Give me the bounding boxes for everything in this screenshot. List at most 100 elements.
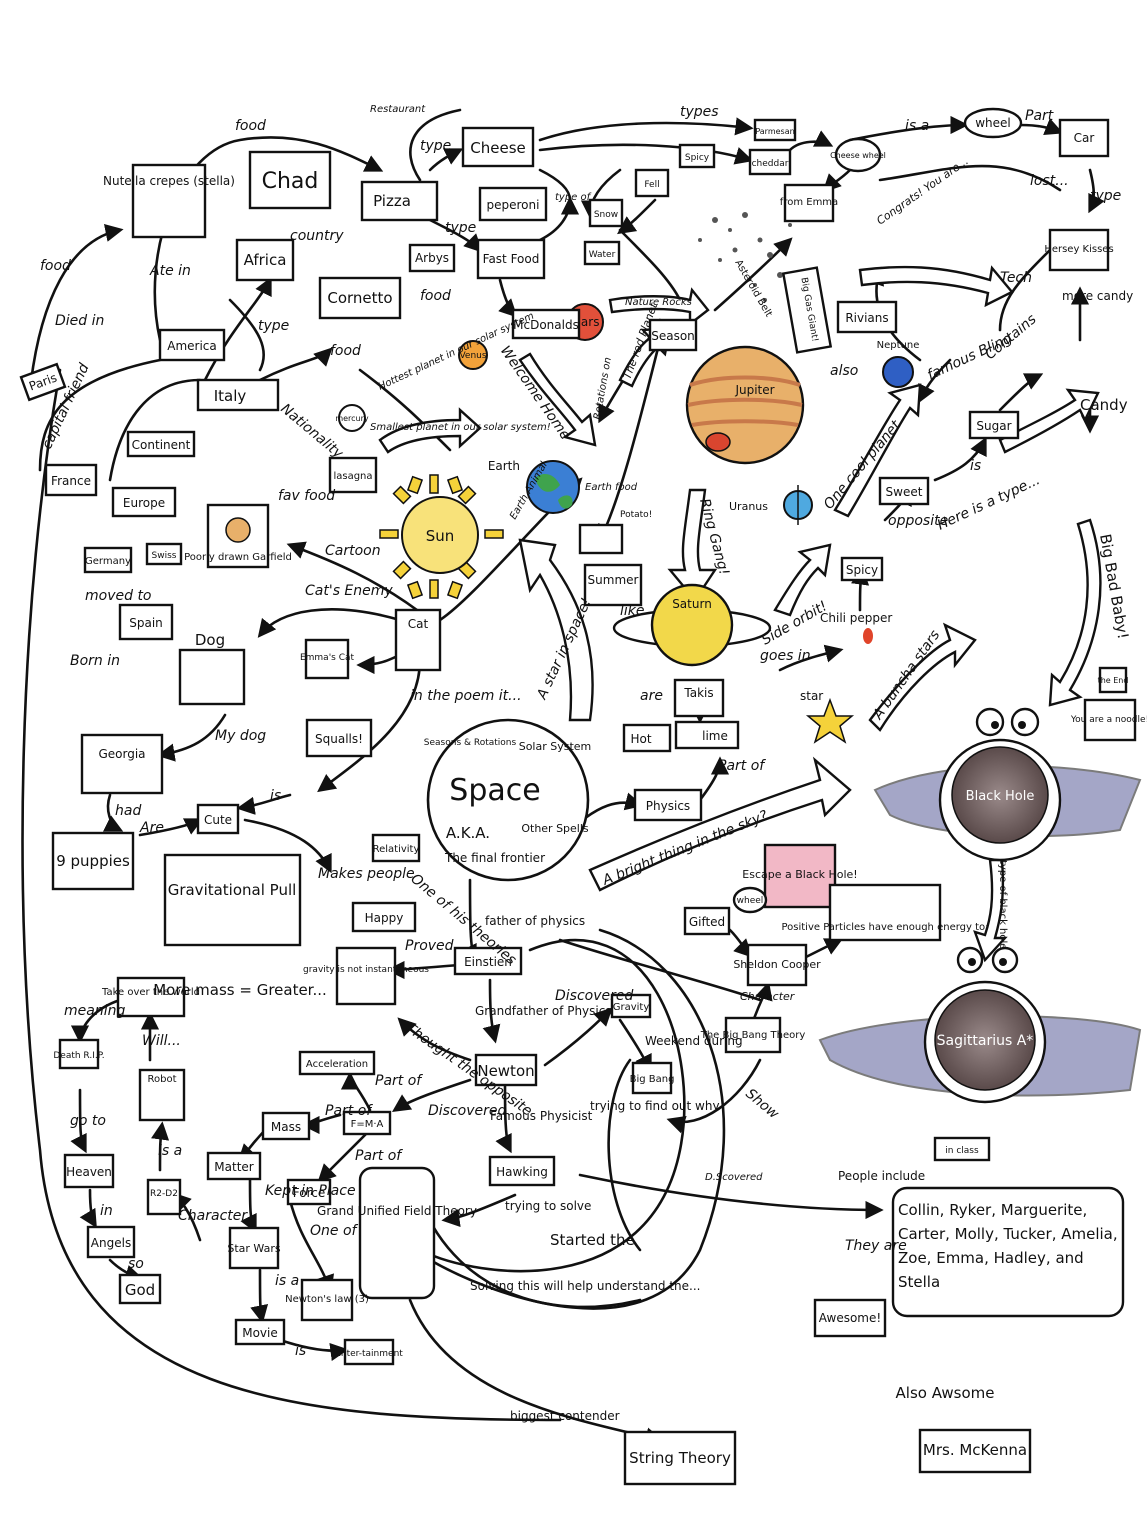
node-spicy: Spicy: [840, 556, 884, 582]
spicy-cheese-text: Spicy: [685, 153, 710, 163]
label-discovered2: Discovered: [428, 1103, 506, 1119]
neptune-node: Neptune: [877, 340, 919, 388]
lasagna-text: lasagna: [333, 471, 372, 482]
node-movie: Movie: [234, 1318, 286, 1346]
node-mass: Mass: [261, 1111, 311, 1141]
node-georgia: Georgia: [80, 733, 164, 795]
node-garfield: Poorly drawn Garfield: [184, 503, 292, 569]
continent-text: Continent: [132, 438, 191, 452]
node-chili: Chili pepper: [820, 611, 892, 644]
venus-label: Venus: [459, 351, 486, 361]
candy-text: Candy: [1080, 396, 1128, 414]
god-text: God: [125, 1281, 155, 1299]
sweet-text: Sweet: [886, 485, 923, 499]
node-fast-food: Fast Food: [476, 238, 546, 280]
season-text: Season: [651, 329, 695, 343]
from-emma-text: from Emma: [780, 197, 838, 208]
trying-solve-text: trying to solve: [505, 1199, 591, 1213]
sugar-text: Sugar: [976, 419, 1011, 433]
node-you-are-noodle: You are a noodle!: [1070, 698, 1147, 742]
mrs-mckenna-text: Mrs. McKenna: [923, 1441, 1027, 1459]
garfield-text: Poorly drawn Garfield: [184, 552, 292, 563]
force-text: Force: [293, 1186, 325, 1200]
label-part-of3: Part of: [355, 1148, 403, 1164]
string-theory-text: String Theory: [629, 1449, 731, 1467]
node-string-theory: String Theory: [623, 1430, 737, 1486]
node-potato: Potato!: [578, 510, 652, 555]
space-node: Space A.K.A. The final frontier Seasons …: [424, 718, 591, 882]
node-sweet: Sweet: [878, 476, 930, 506]
edge-labels: food food Died in Ate in capital friend …: [39, 104, 1121, 1359]
node-more-mass: More mass = Greater...: [153, 981, 327, 999]
cornetto-text: Cornetto: [327, 289, 392, 307]
label-they-are: They are: [845, 1238, 907, 1254]
star-wars-text: Star Wars: [227, 1242, 280, 1255]
space-seasons: Seasons & Rotations: [424, 738, 517, 748]
node-chad: Chad: [248, 150, 332, 210]
label-type: type: [258, 318, 289, 334]
label-are: Are: [139, 820, 164, 836]
chili-text: Chili pepper: [820, 611, 892, 625]
started-the-text: Started the: [550, 1231, 635, 1249]
earth-label: Earth: [488, 459, 520, 473]
label-is-2: is: [295, 1343, 306, 1359]
node-parmesan: Parmesan: [753, 118, 797, 142]
label-fav-food: fav food: [278, 488, 335, 504]
trying-find-text: trying to find out why: [590, 1099, 720, 1113]
venus-node: Venus: [458, 340, 488, 370]
node-cheddar: cheddar: [748, 148, 792, 176]
more-mass-text: More mass = Greater...: [153, 981, 327, 999]
france-text: France: [51, 474, 91, 488]
label-earth-food: Earth food: [585, 482, 638, 493]
node-cheese: Cheese: [461, 126, 535, 168]
positive-particles-text: Positive Particles have enough energy to…: [781, 922, 988, 933]
label-kept-in-place: Kept in Place: [265, 1183, 356, 1199]
mass-text: Mass: [271, 1120, 301, 1134]
emmas-cat-text: Emma's Cat: [300, 653, 355, 663]
fell-text: Fell: [644, 180, 659, 190]
gut-text: Grand Unified Field Theory: [317, 1204, 477, 1218]
black-hole-label: Black Hole: [966, 789, 1035, 804]
label-in-the-poem: in the poem it...: [410, 688, 522, 704]
label-show: Show: [742, 1086, 782, 1123]
node-cheese-wheel: Cheese wheel: [830, 137, 886, 173]
r2d2-text: R2-D2: [150, 1189, 178, 1199]
big-bang-text: Big Bang: [630, 1074, 675, 1085]
uranus-node: Uranus: [729, 485, 813, 525]
label-food3: food: [330, 343, 361, 359]
hot-text: Hot: [630, 732, 651, 746]
famous-physicist-text: Famous Physicist: [490, 1109, 593, 1123]
relativity-text: Relativity: [373, 844, 420, 855]
node-snow: Snow: [588, 198, 624, 228]
awesome-text: Awesome!: [819, 1311, 881, 1325]
label-food2: food: [40, 258, 71, 274]
sagittarius-node: Sagittarius A* type of black hole: [818, 860, 1142, 1104]
label-discovered: Discovered: [555, 988, 633, 1004]
node-death: Death R.I.P.: [53, 1038, 105, 1070]
node-europe: Europe: [111, 486, 177, 518]
label-tech: Tech: [1000, 270, 1032, 286]
fma-text: F=M·A: [351, 1119, 384, 1130]
label-type-of: type of: [555, 192, 592, 203]
saturn-label: Saturn: [672, 597, 712, 611]
node-newtons-laws: Newton's law (3): [285, 1278, 369, 1322]
africa-text: Africa: [244, 251, 287, 269]
node-hawking: Hawking: [488, 1155, 556, 1187]
label-country: country: [290, 228, 344, 244]
classmates-text: Collin, Ryker, Marguerite, Carter, Molly…: [898, 1201, 1118, 1291]
einstein-text: Einstien: [464, 955, 512, 969]
label-congrats: Congrats! You are...: [874, 154, 971, 227]
label-part-of-physics: Part of: [718, 758, 766, 774]
label-makes-people: Makes people: [318, 866, 415, 882]
label-is: is: [270, 788, 281, 804]
label-nationality: Nationality: [277, 401, 346, 463]
type-black-hole-label: type of black hole: [997, 860, 1008, 949]
label-goes-in: goes in: [760, 648, 811, 664]
node-gravity-not-instant: gravity is not instantaneous: [303, 946, 429, 1006]
node-takis: Takis: [673, 678, 725, 718]
swiss-text: Swiss: [152, 551, 177, 561]
robot-text: Robot: [147, 1074, 176, 1085]
biggest-contender-text: biggest contender: [510, 1409, 620, 1423]
node-hot: Hot: [622, 723, 672, 753]
node-france: France: [44, 463, 98, 497]
